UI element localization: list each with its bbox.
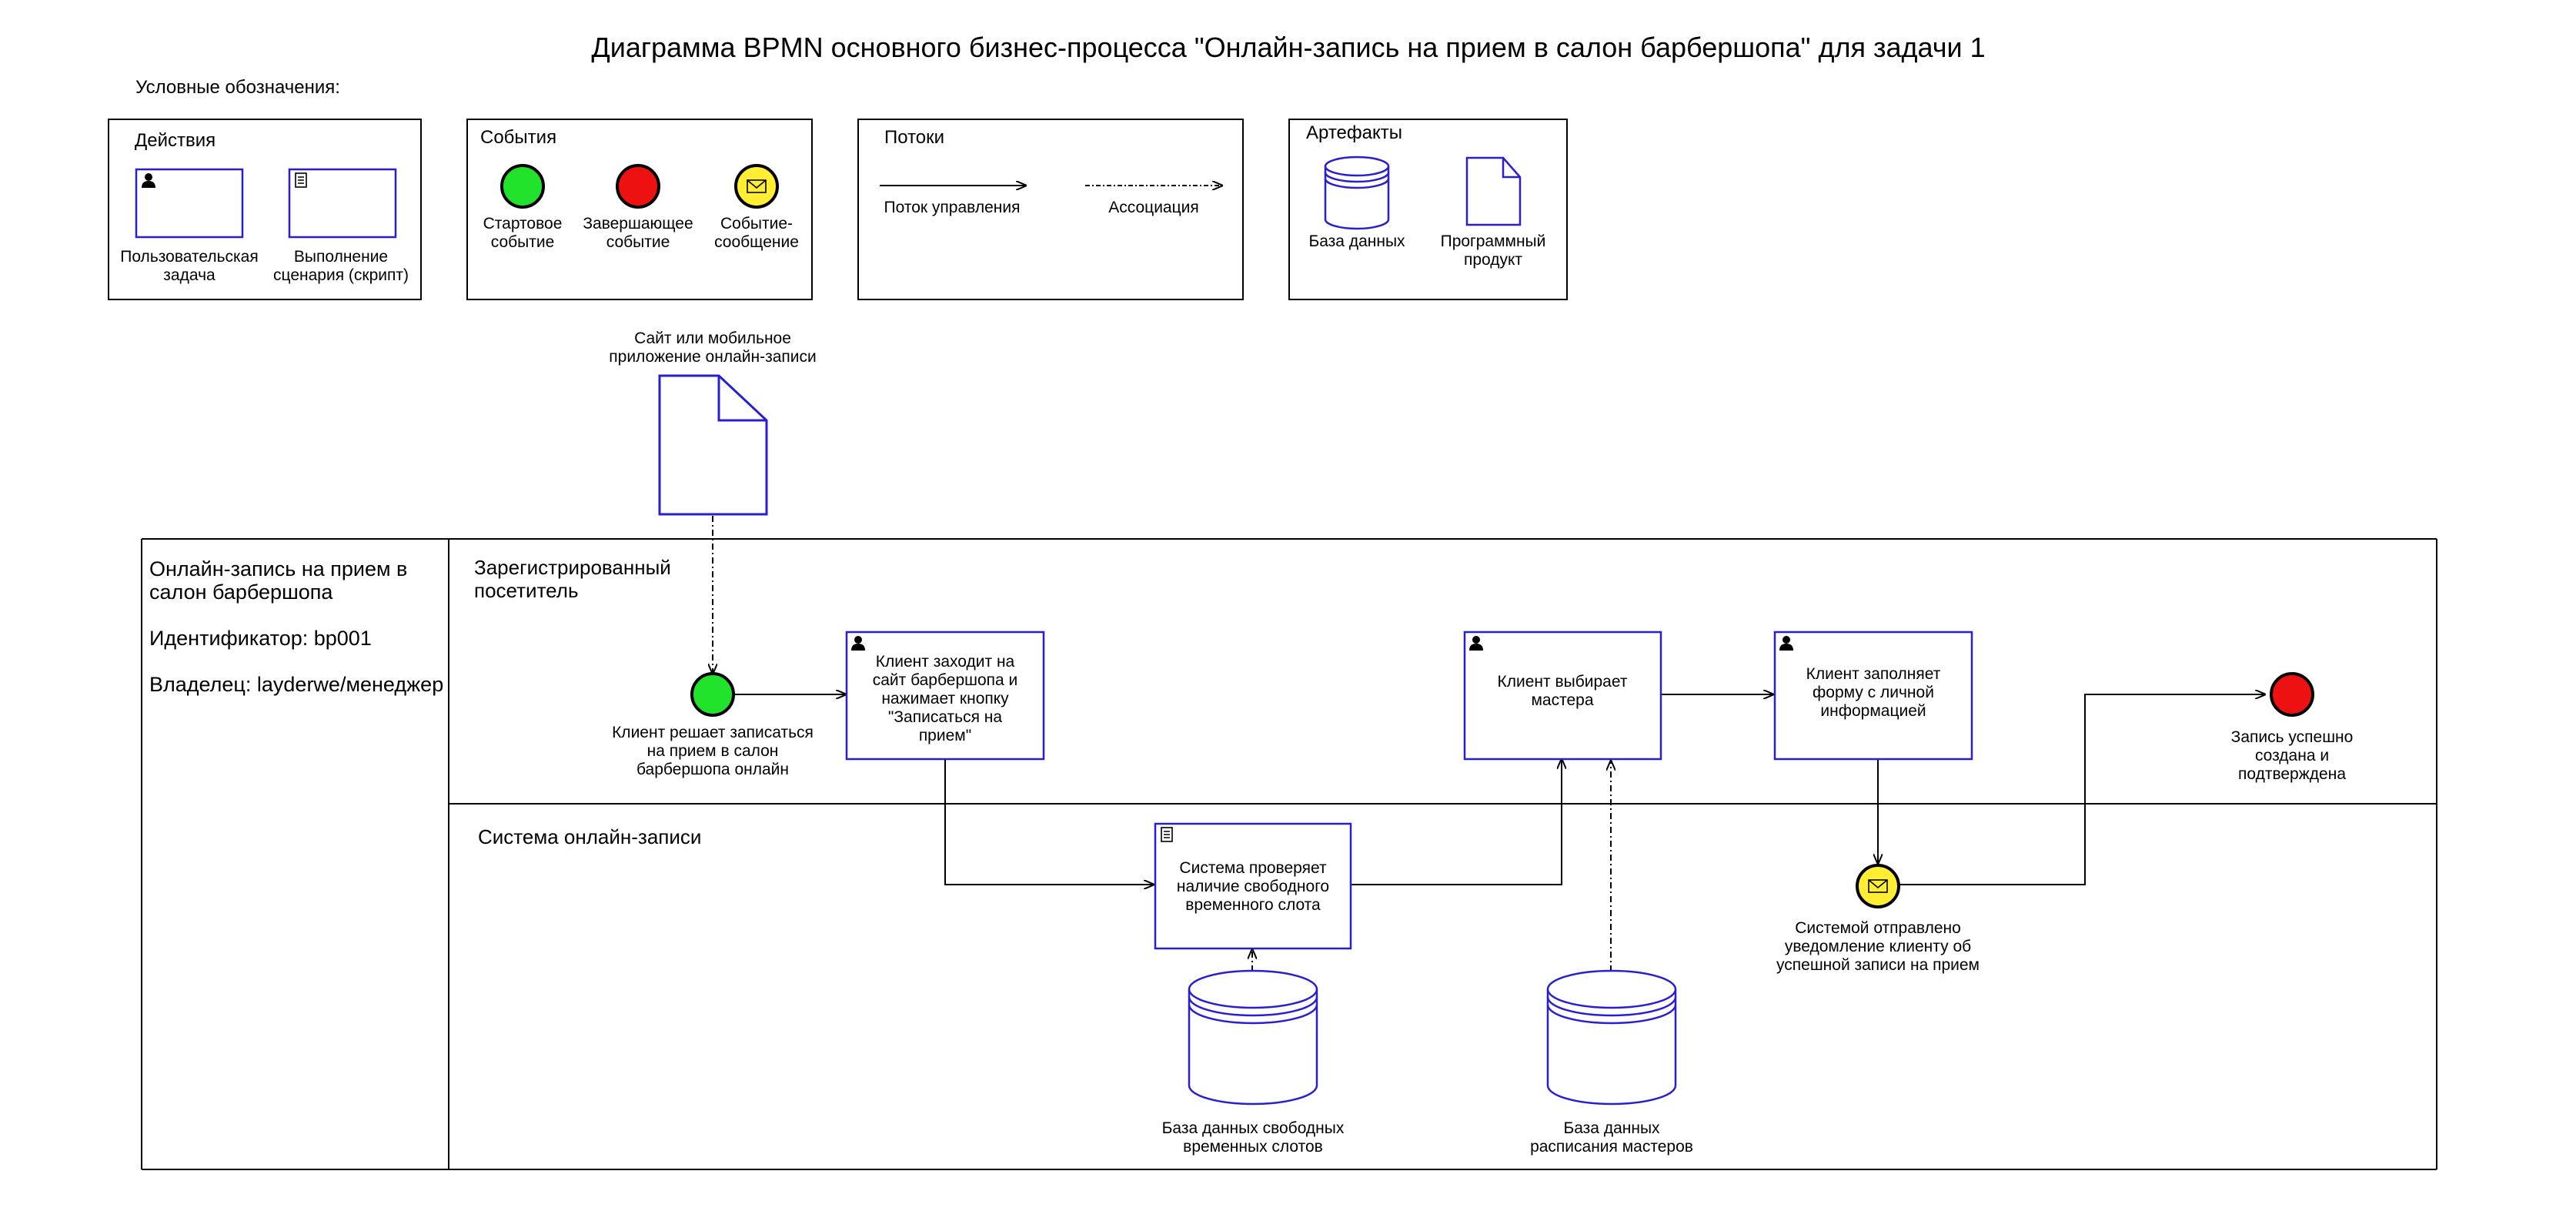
document-icon bbox=[1465, 156, 1522, 226]
flow-message-to-end bbox=[1899, 694, 2265, 885]
legend-flows: Потоки Поток управления Ассоциация bbox=[857, 119, 1244, 300]
task-check-slot-line-2: наличие свободного bbox=[1177, 878, 1329, 895]
task-fill-form: Клиент заполняет форму с личной информац… bbox=[1773, 631, 1973, 761]
pool-identifier: Идентификатор: bp001 bbox=[149, 627, 372, 650]
task-fill-form-line-3: информацией bbox=[1820, 702, 1926, 720]
db-slots-icon bbox=[1188, 969, 1318, 1106]
legend-user-task-label-1: Пользовательская bbox=[120, 248, 258, 266]
legend-events-title: События bbox=[480, 127, 556, 148]
task-choose-master-line-1: Клиент выбирает bbox=[1498, 673, 1628, 691]
flow-visit-to-check bbox=[944, 760, 1154, 885]
db-schedule-icon bbox=[1546, 969, 1677, 1106]
pool-owner: Владелец: layderwe/менеджер bbox=[149, 673, 443, 696]
task-visit-site: Клиент заходит на сайт барбершопа и нажи… bbox=[845, 631, 1045, 761]
lane-system-title: Система онлайн-записи bbox=[478, 825, 701, 848]
associations bbox=[713, 516, 1611, 972]
end-event-label-1: Запись успешно bbox=[2231, 728, 2354, 746]
db-schedule-label-1: База данных bbox=[1563, 1119, 1660, 1137]
message-event-label-2: уведомление клиенту об bbox=[1785, 938, 1971, 955]
legend-message-label-2: сообщение bbox=[714, 233, 799, 251]
db-schedule-label-2: расписания мастеров bbox=[1530, 1138, 1693, 1156]
legend-software-label-2: продукт bbox=[1464, 251, 1522, 269]
legend-actions-title: Действия bbox=[135, 130, 216, 151]
sequence-flows bbox=[734, 694, 2265, 885]
diagram-title: Диаграмма BPMN основного бизнес-процесса… bbox=[591, 32, 1985, 63]
flow-check-to-master bbox=[1351, 759, 1562, 885]
legend-script-task-label-1: Выполнение bbox=[294, 248, 388, 266]
legend-message-label-1: Событие- bbox=[720, 215, 793, 232]
message-event-icon bbox=[734, 164, 779, 209]
task-choose-master-line-2: мастера bbox=[1531, 691, 1593, 709]
lane-visitor-title-1: Зарегистрированный bbox=[474, 556, 671, 579]
script-icon bbox=[295, 172, 307, 188]
legend-end-label-2: событие bbox=[606, 233, 670, 251]
task-visit-site-line-3: нажимает кнопку bbox=[881, 690, 1009, 708]
site-artifact-label-2: приложение онлайн-записи bbox=[609, 348, 816, 366]
task-check-slot-line-1: Система проверяет bbox=[1179, 859, 1327, 877]
end-event-icon bbox=[616, 164, 660, 209]
lane-visitor-title-2: посетитель bbox=[474, 579, 579, 602]
legend-association-label: Ассоциация bbox=[1108, 199, 1199, 216]
end-event-label-2: создана и bbox=[2255, 747, 2329, 764]
legend-events: События Стартовое событие Завершающее со… bbox=[466, 119, 813, 300]
legend-end-label-1: Завершающее bbox=[583, 215, 693, 232]
message-event-label-3: успешной записи на прием bbox=[1776, 956, 1980, 974]
task-check-slot: Система проверяет наличие свободного вре… bbox=[1154, 822, 1352, 950]
legend-flows-title: Потоки bbox=[884, 127, 944, 148]
pool-name-1: Онлайн-запись на прием в bbox=[149, 557, 407, 580]
task-visit-site-line-2: сайт барбершопа и bbox=[873, 671, 1018, 689]
site-artifact-label-1: Сайт или мобильное bbox=[634, 330, 791, 347]
end-event bbox=[2270, 672, 2314, 717]
envelope-icon bbox=[1868, 879, 1888, 893]
legend-artifacts: Артефакты База данных Программный продук… bbox=[1288, 119, 1568, 300]
legend-software-label-1: Программный bbox=[1441, 232, 1546, 250]
message-event-label-1: Системой отправлено bbox=[1795, 919, 1961, 937]
db-slots-label-2: временных слотов bbox=[1183, 1138, 1323, 1156]
database-icon bbox=[1324, 156, 1390, 230]
legend-artifacts-title: Артефакты bbox=[1306, 122, 1402, 143]
legend-control-flow-label: Поток управления bbox=[884, 199, 1021, 216]
start-event bbox=[690, 672, 735, 717]
legend-script-task-label-2: сценария (скрипт) bbox=[273, 266, 409, 284]
task-choose-master: Клиент выбирает мастера bbox=[1463, 631, 1662, 761]
legend-start-label-2: событие bbox=[491, 233, 555, 251]
message-event bbox=[1856, 864, 1900, 908]
start-event-label-2: на прием в салон bbox=[647, 742, 779, 760]
db-slots-label-1: База данных свободных bbox=[1162, 1119, 1345, 1137]
start-event-label-1: Клиент решает записаться bbox=[612, 724, 814, 741]
pool bbox=[141, 538, 2437, 1170]
end-event-label-3: подтверждена bbox=[2238, 765, 2346, 783]
task-check-slot-line-3: временного слота bbox=[1185, 896, 1321, 914]
legend-database-label: База данных bbox=[1308, 232, 1405, 250]
legend-heading: Условные обозначения: bbox=[135, 77, 340, 98]
task-fill-form-line-2: форму с личной bbox=[1813, 684, 1934, 701]
start-event-label-3: барбершопа онлайн bbox=[636, 761, 789, 778]
legend-user-task-label-2: задача bbox=[163, 266, 216, 284]
script-icon bbox=[1161, 827, 1173, 842]
task-visit-site-line-1: Клиент заходит на bbox=[876, 653, 1015, 671]
legend-user-task-shape bbox=[135, 168, 244, 239]
legend-script-task-shape bbox=[288, 168, 397, 239]
pool-name-2: салон барбершопа bbox=[149, 580, 333, 604]
legend-actions: Действия Пользовательская задача Выполне… bbox=[108, 119, 422, 300]
task-visit-site-line-5: прием" bbox=[919, 727, 971, 744]
site-document-icon bbox=[658, 374, 768, 516]
legend-start-label-1: Стартовое bbox=[483, 215, 563, 232]
task-visit-site-line-4: "Записаться на bbox=[888, 708, 1003, 726]
start-event-icon bbox=[500, 164, 545, 209]
task-fill-form-line-1: Клиент заполняет bbox=[1806, 665, 1941, 683]
